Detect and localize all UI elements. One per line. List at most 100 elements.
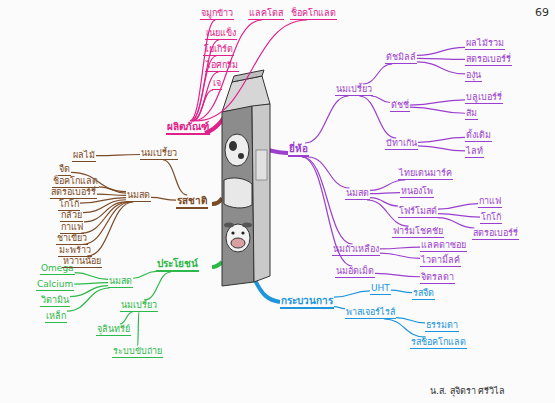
branch-topic: แลคตาซอย bbox=[420, 240, 467, 252]
topic-text: สตรอเบอร์รี่ bbox=[473, 228, 518, 238]
topic-text: รสช็อคโกแลต bbox=[411, 337, 466, 347]
main-branch: ประโยชน์ bbox=[156, 258, 199, 272]
branch-topic: จืด bbox=[58, 164, 71, 176]
branch-topic: ผลไม้รวม bbox=[465, 38, 505, 50]
branch-line bbox=[196, 20, 307, 121]
branch-line bbox=[74, 283, 108, 285]
page-number: 69 bbox=[535, 6, 549, 19]
branch-topic: หวานน้อย bbox=[62, 256, 102, 268]
branch-topic: บีทาเก้น bbox=[385, 138, 418, 150]
branch-topic: ส้ม bbox=[465, 108, 478, 120]
topic-text: แลคตาซอย bbox=[421, 240, 466, 250]
branch-topic: ดั้งเดิม bbox=[465, 130, 492, 142]
branch-topic: ไทยเดนมาร์ค bbox=[398, 168, 453, 180]
branch-topic: ธรรมดา bbox=[425, 320, 459, 332]
topic-text: ไอศกรีม bbox=[206, 60, 238, 70]
branch-line bbox=[138, 312, 139, 346]
topic-text: ไวตามิ้ลค์ bbox=[421, 255, 460, 265]
author-name: น.ส. สุจิตรา ศรีวิไล bbox=[430, 384, 505, 398]
branch-line bbox=[87, 202, 133, 256]
main-branch: รสชาติ bbox=[176, 195, 208, 209]
branch-line bbox=[375, 273, 420, 276]
topic-text: จืด bbox=[59, 164, 70, 174]
branch-line bbox=[371, 96, 390, 103]
topic-text: กล้วย bbox=[61, 210, 82, 220]
topic-text: ไทยเดนมาร์ค bbox=[399, 168, 452, 178]
branch-line bbox=[417, 62, 465, 74]
topic-text: โกโก้ bbox=[481, 212, 501, 222]
branch-topic: นมสด bbox=[126, 190, 151, 202]
branch-line bbox=[70, 286, 108, 297]
topic-text: กาแฟ bbox=[479, 196, 501, 206]
branch-line bbox=[370, 198, 398, 206]
topic-text: ดัชมิลล์ bbox=[386, 52, 416, 62]
topic-text: นมสด bbox=[127, 190, 150, 200]
branch-topic: รสจืด bbox=[412, 288, 435, 300]
branch-topic: ฟาร์มโชคชัย bbox=[392, 226, 444, 238]
topic-text: โยเกิร์ต bbox=[204, 44, 233, 54]
branch-topic: นมสด bbox=[345, 188, 370, 200]
main-branch: กระบวนการ bbox=[280, 295, 334, 309]
branch-line bbox=[305, 96, 348, 143]
branch-line bbox=[410, 107, 465, 113]
branch-topic: ระบบขับถ่าย bbox=[112, 346, 163, 358]
branch-line bbox=[380, 247, 420, 249]
branch-topic: นมสด bbox=[108, 276, 133, 288]
topic-text: จมูกข้าว bbox=[201, 8, 233, 18]
branch-line bbox=[145, 272, 171, 300]
branch-line bbox=[163, 160, 187, 195]
branch-line bbox=[67, 288, 109, 311]
topic-text: พาสเจอร์ไรส์ bbox=[346, 307, 395, 317]
topic-text: วิตามิน bbox=[41, 295, 69, 305]
branch-line bbox=[334, 307, 345, 309]
topic-text: ผลไม้รวม bbox=[466, 38, 504, 48]
topic-text: ส้ม bbox=[466, 108, 477, 118]
branch-topic: จมูกข้าว bbox=[200, 8, 234, 20]
topic-text: นมเปรี้ยว bbox=[141, 148, 177, 158]
topic-text: ประโยชน์ bbox=[157, 258, 198, 269]
branch-topic: กล้วย bbox=[60, 210, 83, 222]
branch-topic: องุ่น bbox=[465, 70, 482, 82]
branch-line bbox=[438, 204, 478, 210]
topic-text: ไลท์ bbox=[466, 146, 483, 156]
branch-line bbox=[303, 157, 353, 244]
branch-topic: ผลไม้ bbox=[72, 150, 96, 162]
topic-text: สตรอเบอร์รี่ bbox=[51, 187, 96, 197]
topic-text: โฟร์โมสต์ bbox=[399, 206, 437, 216]
topic-text: ผลิตภัณฑ์ bbox=[167, 121, 209, 132]
branch-topic: บลูเบอร์รี่ bbox=[465, 92, 503, 104]
branch-topic: นมเปรี้ยว bbox=[120, 300, 158, 312]
topic-text: Calcium bbox=[37, 279, 73, 289]
branch-topic: มะพร้าว bbox=[58, 245, 92, 257]
branch-line bbox=[75, 273, 108, 280]
branch-line bbox=[334, 291, 370, 297]
branch-line bbox=[417, 47, 465, 55]
branch-topic: ไอศกรีม bbox=[205, 60, 239, 72]
branch-topic: หนองโพ bbox=[400, 186, 434, 198]
branch-line bbox=[151, 197, 176, 200]
branch-topic: ดัชชี่ bbox=[390, 100, 410, 112]
topic-text: ช็อคโกแลต bbox=[53, 176, 98, 186]
branch-line bbox=[99, 187, 126, 193]
topic-text: เหล็ก bbox=[46, 311, 66, 321]
branch-line bbox=[417, 58, 465, 59]
branch-topic: โกโก้ bbox=[58, 199, 80, 211]
branch-topic: UHT bbox=[370, 283, 391, 295]
branch-topic: แลคโตส bbox=[248, 8, 284, 20]
branch-topic: ไวตามิ้ลค์ bbox=[420, 255, 461, 267]
topic-text: สตรอเบอร์รี่ bbox=[466, 54, 511, 64]
topic-text: ดั้งเดิม bbox=[466, 130, 491, 140]
branch-topic: กาแฟ bbox=[478, 196, 502, 208]
topic-text: รสจืด bbox=[413, 288, 434, 298]
topic-text: มะพร้าว bbox=[59, 245, 91, 255]
topic-text: เนยแข็ง bbox=[206, 28, 236, 38]
topic-text: นมเปรี้ยว bbox=[336, 84, 372, 94]
topic-text: แลคโตส bbox=[249, 8, 283, 18]
topic-text: จุลินทรีย์ bbox=[97, 324, 130, 334]
branch-topic: โกโก้ bbox=[480, 212, 502, 224]
branch-topic: กาแฟ bbox=[60, 222, 84, 234]
branch-topic: ช็อคโกแลต bbox=[290, 8, 337, 20]
branch-line bbox=[370, 193, 400, 194]
topic-text: โกโก้ bbox=[59, 199, 79, 209]
